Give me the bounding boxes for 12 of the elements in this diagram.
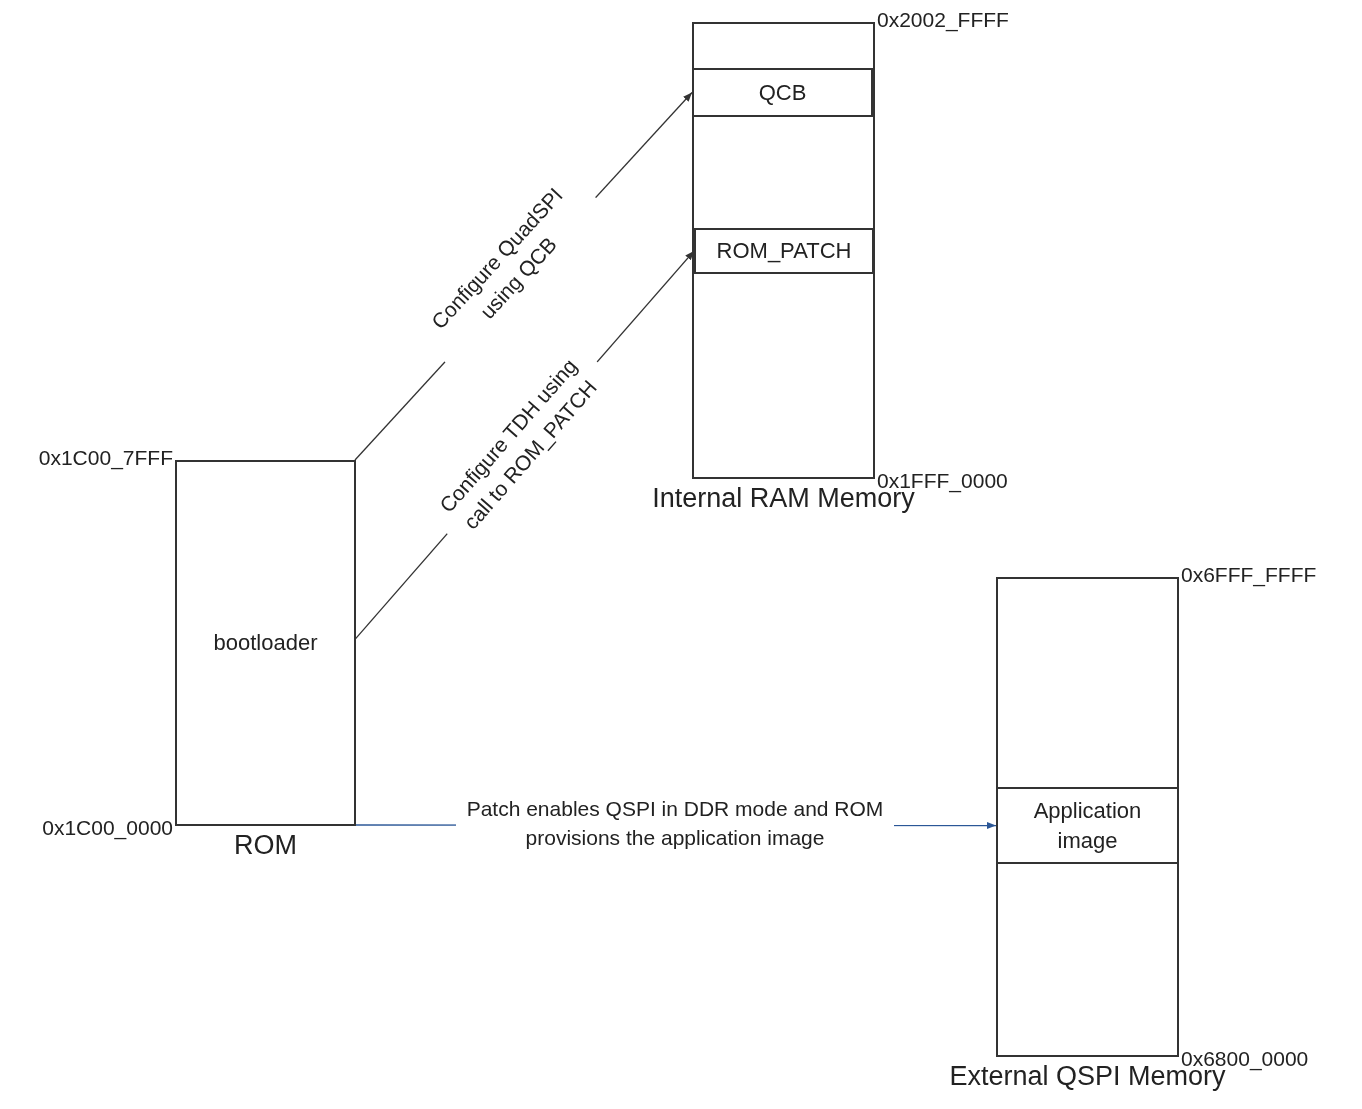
address-label: 0x2002_FFFF [877,8,1009,32]
region-label: QCB [757,78,808,107]
region-label: Application image [1032,796,1143,855]
memory-region [694,228,874,274]
address-label: 0x1C00_7FFF [38,446,173,470]
memory-title: ROM [234,830,297,861]
address-label: 0x6FFF_FFFF [1181,563,1317,587]
memory-region [692,68,873,117]
region-label: bootloader [212,629,319,657]
region-label: ROM_PATCH [715,237,853,265]
memory-region [996,787,1179,864]
address-label: 0x1C00_0000 [42,816,173,840]
